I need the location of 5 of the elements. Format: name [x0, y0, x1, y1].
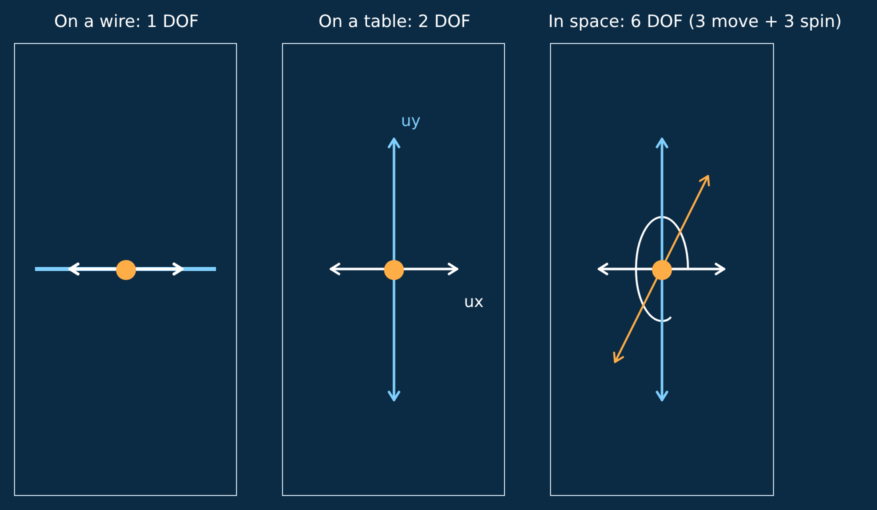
panel-title: On a wire: 1 DOF	[54, 12, 199, 32]
panel-title: In space: 6 DOF (3 move + 3 spin)	[548, 12, 842, 32]
axis-label: uy	[401, 112, 421, 130]
panel-title: On a table: 2 DOF	[318, 12, 471, 32]
axis-label: ux	[464, 293, 484, 311]
